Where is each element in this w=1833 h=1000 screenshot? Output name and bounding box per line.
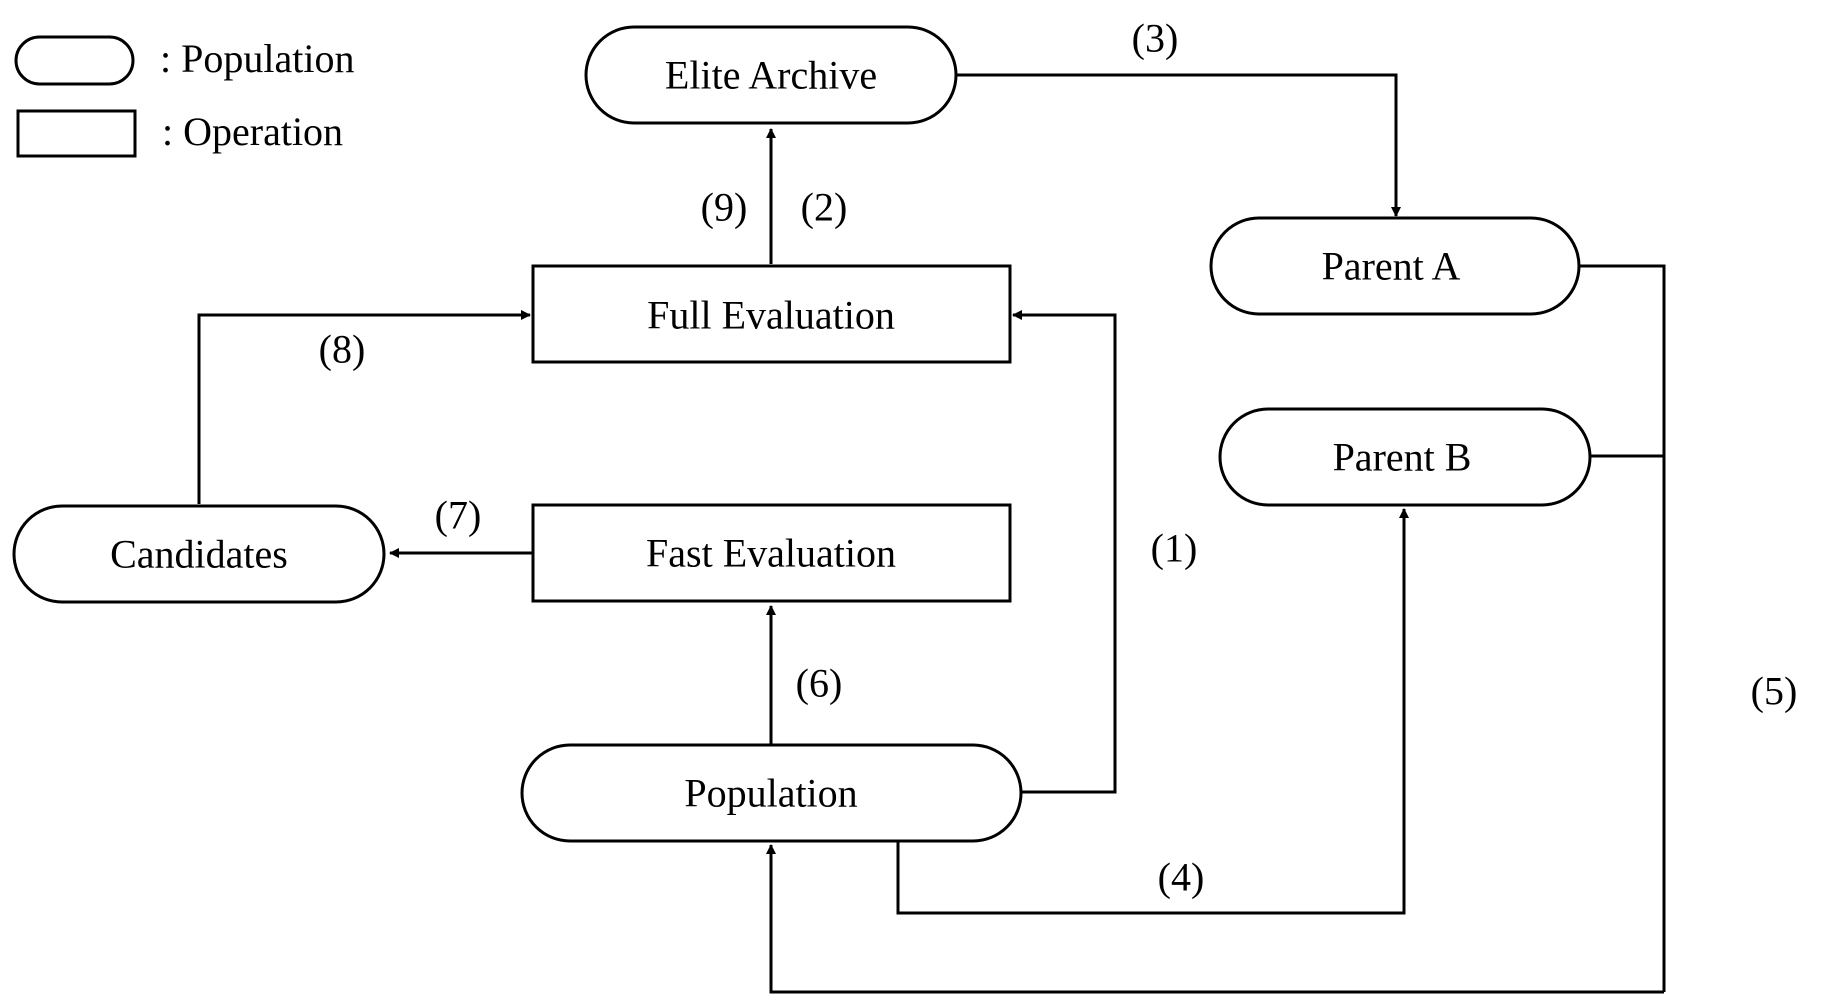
edge-label-3: (3) [1132, 16, 1179, 61]
edge-label-4: (4) [1158, 855, 1205, 900]
edge-labels: (9) (2) (3) (8) (7) (1) (6) (4) (5) [319, 16, 1798, 900]
edge-elite-archive-to-parent-a [956, 73, 1401, 217]
legend-operation-shape [16, 109, 137, 158]
edge-label-7: (7) [435, 493, 482, 538]
edge-label-2: (2) [801, 185, 848, 230]
node-parent-a-label: Parent A [1322, 244, 1461, 289]
edges [197, 73, 1666, 994]
node-fast-evaluation-label: Fast Evaluation [646, 531, 896, 576]
edge-candidates-to-full-eval [197, 310, 531, 504]
node-candidates: Candidates [12, 504, 386, 604]
legend: : Population : Operation [14, 35, 354, 158]
legend-population-label: : Population [160, 36, 354, 81]
edge-parent-a-merge [1579, 264, 1666, 992]
edge-label-1: (1) [1151, 526, 1198, 571]
edge-population-to-full-eval [1012, 310, 1117, 794]
node-candidates-label: Candidates [110, 532, 288, 577]
nodes: Elite Archive Parent A Parent B Full Eva… [12, 25, 1592, 843]
node-population-label: Population [684, 771, 857, 816]
node-elite-archive-label: Elite Archive [665, 53, 877, 98]
legend-population-shape [14, 35, 135, 86]
node-full-evaluation-label: Full Evaluation [647, 293, 895, 338]
node-elite-archive: Elite Archive [584, 25, 958, 125]
edge-parents-to-population [766, 844, 1664, 994]
legend-operation-label: : Operation [162, 109, 343, 154]
edge-label-6: (6) [796, 661, 843, 706]
edge-population-to-parent-b [896, 508, 1409, 915]
node-fast-evaluation: Fast Evaluation [531, 503, 1012, 603]
edge-label-8: (8) [319, 327, 366, 372]
node-parent-b-label: Parent B [1333, 435, 1472, 480]
edge-label-5: (5) [1751, 669, 1798, 714]
node-parent-b: Parent B [1218, 407, 1592, 507]
node-population: Population [520, 743, 1023, 843]
edge-label-9: (9) [701, 185, 748, 230]
node-full-evaluation: Full Evaluation [531, 264, 1012, 364]
node-parent-a: Parent A [1209, 216, 1581, 316]
